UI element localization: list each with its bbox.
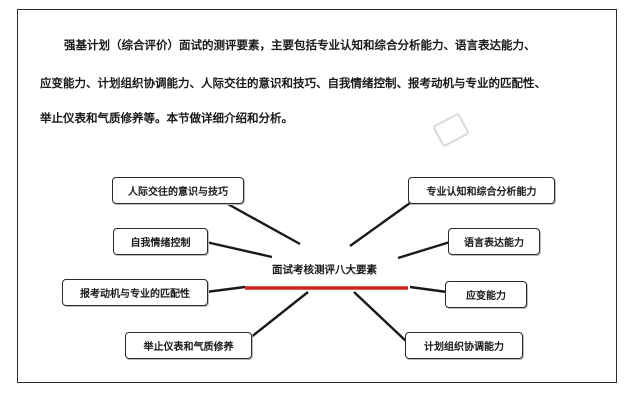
node-language-expression: 语言表达能力 xyxy=(448,228,540,255)
connector-right-2 xyxy=(397,240,451,260)
node-appearance-temperament: 举止仪表和气质修养 xyxy=(125,332,252,359)
node-interpersonal-skills: 人际交往的意识与技巧 xyxy=(112,177,244,204)
connector-right-4 xyxy=(353,291,408,343)
connector-right-1 xyxy=(349,202,411,247)
center-topic: 面试考核测评八大要素 xyxy=(272,264,377,276)
intro-line-3: 举止仪表和气质修养等。本节做详细介绍和分析。 xyxy=(40,111,293,125)
connector-left-3 xyxy=(205,285,246,294)
node-professional-analysis: 专业认知和综合分析能力 xyxy=(408,177,555,204)
content-frame xyxy=(17,9,617,383)
connector-left-4 xyxy=(249,291,309,339)
intro-line-2: 应变能力、计划组织协调能力、人际交往的意识和技巧、自我情绪控制、报考动机与专业的… xyxy=(40,76,546,90)
node-motivation-match: 报考动机与专业的匹配性 xyxy=(62,279,208,306)
node-emotion-control: 自我情绪控制 xyxy=(113,228,208,255)
intro-line-1: 强基计划（综合评价）面试的测评要素，主要包括专业认知和综合分析能力、语言表达能力… xyxy=(64,38,536,52)
connector-left-1 xyxy=(225,201,301,246)
node-adaptability: 应变能力 xyxy=(445,281,527,308)
node-planning-coordination: 计划组织协调能力 xyxy=(405,332,523,359)
connector-right-3 xyxy=(409,285,448,294)
connector-left-2 xyxy=(205,240,273,259)
